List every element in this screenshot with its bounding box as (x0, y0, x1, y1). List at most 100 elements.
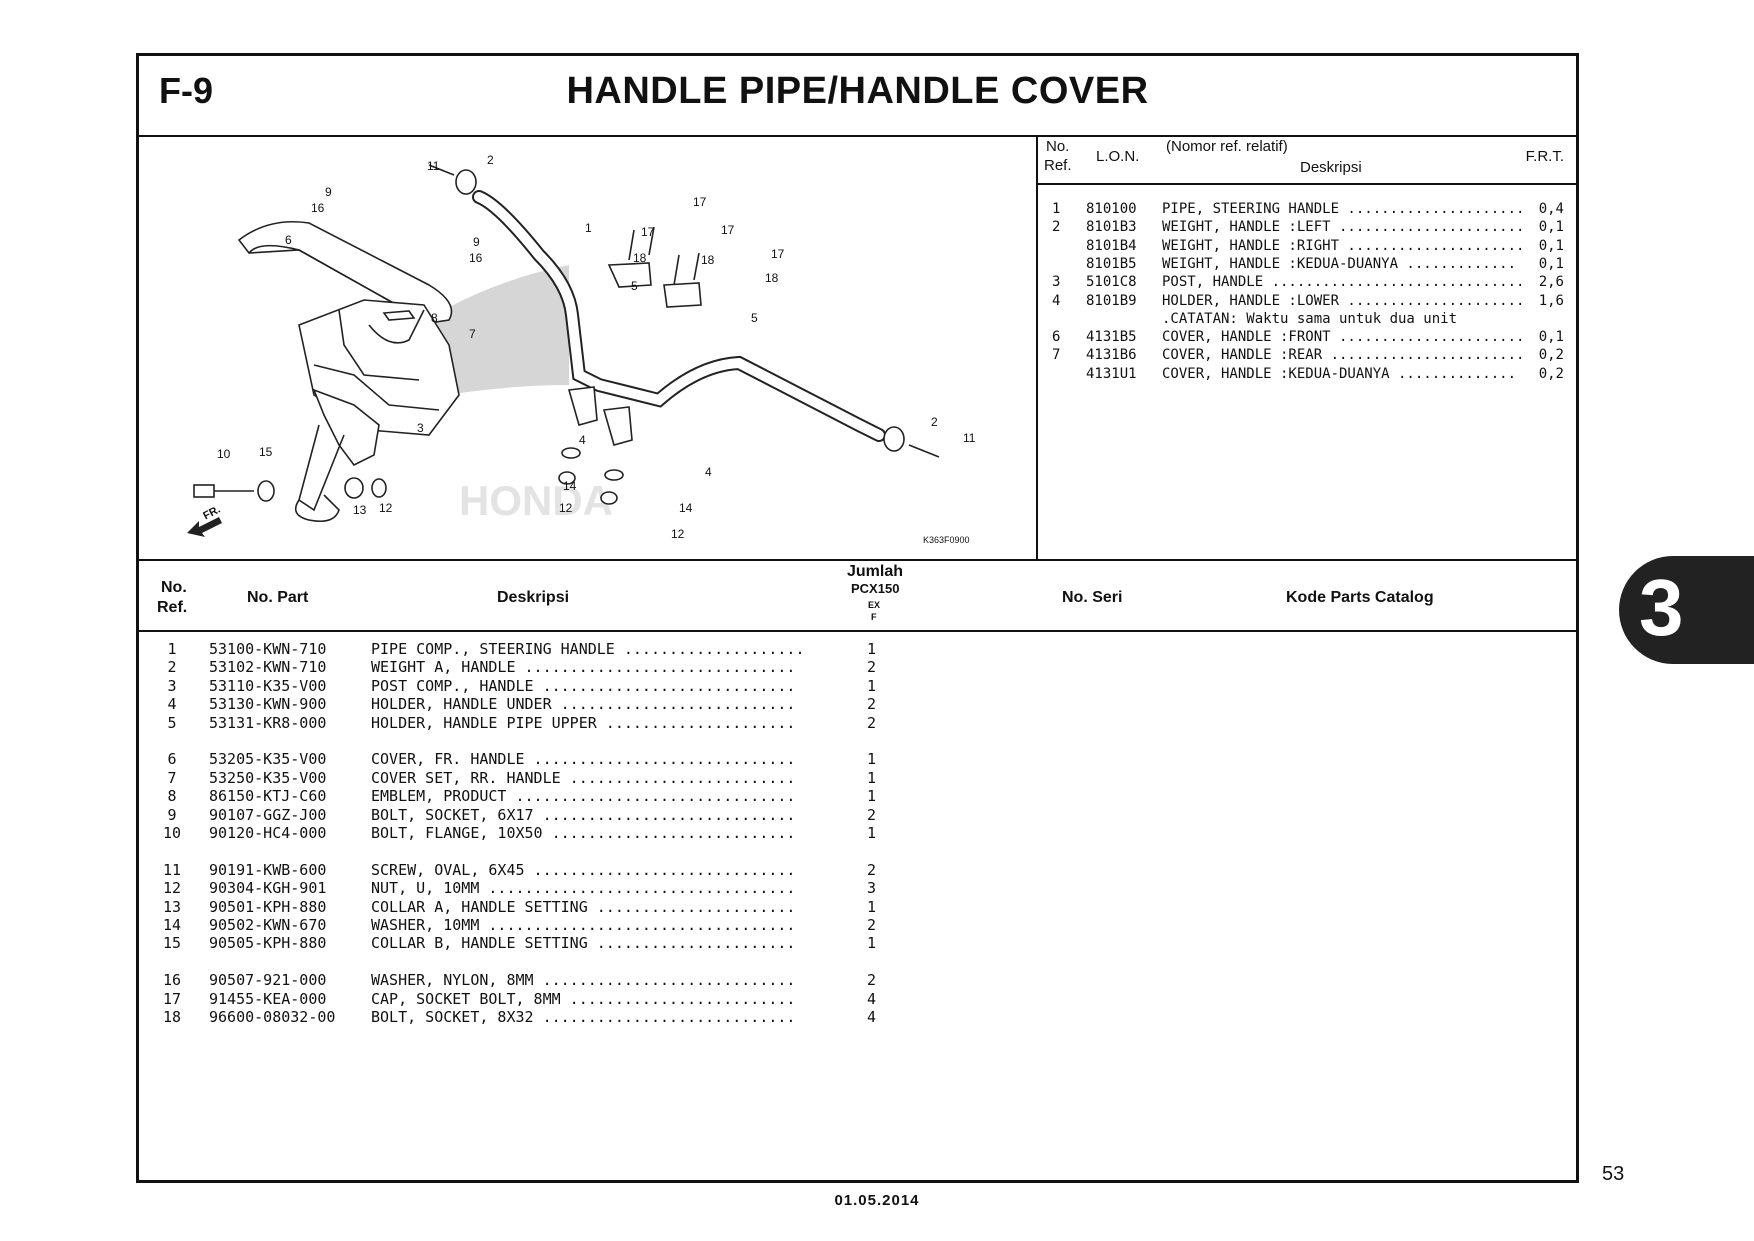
frt-desc: COVER, HANDLE :FRONT ...................… (1162, 329, 1525, 346)
callout-8: 8 (431, 311, 438, 325)
frt-lon: 8101B5 (1086, 255, 1137, 272)
frt-header-lon: L.O.N. (1096, 148, 1140, 165)
frt-value: 1,6 (1538, 292, 1564, 309)
frt-desc: WEIGHT, HANDLE :LEFT ...................… (1162, 219, 1525, 236)
frt-lon: 4131B5 (1086, 329, 1137, 346)
page-frame: F-9 HANDLE PIPE/HANDLE COVER HONDA (136, 53, 1579, 1183)
frt-desc: WEIGHT, HANDLE :KEDUA-DUANYA ...........… (1162, 255, 1517, 272)
part-ref: 12 (162, 879, 182, 898)
callout-11b: 11 (963, 431, 976, 445)
callout-9a: 9 (325, 185, 332, 199)
frt-ref: 4 (1052, 292, 1061, 309)
callout-5a: 5 (631, 279, 638, 293)
front-arrow-icon (187, 517, 222, 537)
part-description: HOLDER, HANDLE UNDER ...................… (371, 695, 796, 714)
page-number: 53 (1602, 1163, 1625, 1185)
frt-lon: 810100 (1086, 201, 1137, 217)
part-number: 90505-KPH-880 (209, 934, 327, 953)
callout-5b: 5 (751, 311, 758, 325)
parts-header-part: No. Part (247, 589, 309, 606)
part-number: 53131-KR8-000 (209, 713, 327, 732)
part-ref: 15 (162, 934, 182, 953)
callout-18a: 18 (633, 251, 647, 265)
part-ref: 14 (162, 916, 182, 934)
callout-1: 1 (585, 221, 592, 235)
part-description: COLLAR B, HANDLE SETTING ...............… (371, 934, 796, 953)
part-quantity: 3 (867, 879, 877, 898)
frt-lon: 4131U1 (1086, 365, 1137, 382)
part-quantity: 1 (867, 824, 877, 842)
parts-header-f: F (871, 612, 877, 622)
part-quantity: 1 (867, 934, 877, 953)
frt-ref: 3 (1052, 274, 1061, 291)
frt-row: 7 4131B6 COVER, HANDLE :REAR .............… (1038, 347, 1576, 365)
part-quantity: 1 (867, 787, 877, 806)
part-quantity: 2 (867, 916, 877, 934)
frt-desc: COVER, HANDLE :KEDUA-DUANYA ............… (1162, 365, 1517, 382)
frt-lon: 4131B6 (1086, 347, 1137, 364)
callout-17c: 17 (721, 223, 735, 237)
part-ref: 8 (167, 787, 177, 806)
part-description: SCREW, OVAL, 6X45 ......................… (371, 860, 796, 879)
part-ref: 7 (167, 768, 177, 787)
part-description: WASHER, 10MM ...........................… (371, 916, 796, 934)
callout-14a: 14 (563, 479, 577, 493)
frt-row: 4131U1 COVER, HANDLE :KEDUA-DUANYA ......… (1038, 366, 1576, 384)
callout-17a: 17 (693, 195, 707, 209)
callout-16b: 16 (469, 251, 483, 265)
parts-header-seri: No. Seri (1062, 589, 1123, 606)
frt-header-frt: F.R.T. (1525, 148, 1564, 165)
part-description: EMBLEM, PRODUCT ........................… (371, 787, 796, 806)
part-number: 53110-K35-V00 (209, 676, 327, 695)
frt-value: 0,1 (1538, 255, 1564, 272)
frt-value: 0,1 (1538, 237, 1564, 254)
part-ref: 17 (162, 989, 182, 1008)
frt-desc: HOLDER, HANDLE :LOWER ..................… (1162, 292, 1525, 309)
part-number: 90120-HC4-000 (209, 824, 327, 842)
diagram-illustration: HONDA (187, 164, 940, 537)
callout-6: 6 (285, 233, 292, 247)
callout-9b: 9 (473, 235, 480, 249)
callout-12a: 12 (379, 501, 393, 515)
frt-value: 0,1 (1538, 219, 1564, 236)
frt-desc: COVER, HANDLE :REAR ....................… (1162, 347, 1525, 364)
part-quantity: 2 (867, 971, 877, 990)
section-code: F-9 (159, 70, 213, 111)
frt-ref: 6 (1052, 329, 1061, 346)
part-description: BOLT, SOCKET, 8X32 .....................… (371, 1008, 796, 1026)
frt-ref: 7 (1052, 347, 1061, 364)
frt-header-no: No. (1046, 138, 1070, 155)
part-quantity: 1 (867, 750, 877, 769)
frt-lon: 5101C8 (1086, 274, 1137, 291)
part-number: 86150-KTJ-C60 (209, 787, 327, 806)
part-number: 96600-08032-00 (209, 1008, 336, 1026)
callout-2b: 2 (931, 415, 938, 429)
callout-4b: 4 (705, 465, 712, 479)
parts-header-kode: Kode Parts Catalog (1286, 589, 1434, 606)
frt-lon: 8101B4 (1086, 237, 1137, 254)
frt-header-ref: Ref. (1044, 157, 1072, 174)
part-number: 91455-KEA-000 (209, 989, 327, 1008)
frt-value: 0,2 (1538, 347, 1564, 364)
part-description: BOLT, SOCKET, 6X17 .....................… (371, 805, 796, 824)
part-description: POST COMP., HANDLE .....................… (371, 676, 796, 695)
part-quantity: 2 (867, 695, 877, 714)
part-quantity: 4 (867, 1008, 877, 1026)
callout-11a: 11 (427, 159, 440, 173)
frt-desc: PIPE, STEERING HANDLE ..................… (1162, 201, 1525, 217)
part-ref: 3 (167, 676, 177, 695)
part-ref: 13 (162, 897, 182, 916)
part-quantity: 2 (867, 860, 877, 879)
callout-13: 13 (353, 503, 367, 517)
callout-17d: 17 (771, 247, 785, 261)
page-header: F-9 HANDLE PIPE/HANDLE COVER (139, 56, 1576, 137)
